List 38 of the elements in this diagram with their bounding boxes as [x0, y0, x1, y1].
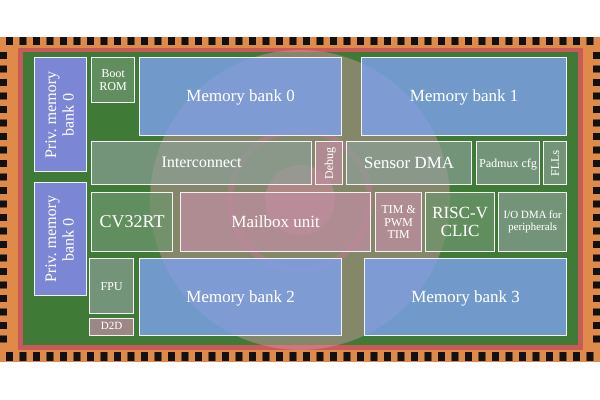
block-label: TIM & PWM TIM — [380, 202, 417, 242]
timer-block — [375, 192, 422, 252]
block-label: Padmux cfg — [479, 156, 537, 170]
memory-block — [139, 57, 342, 136]
block-label: Interconnect — [162, 154, 242, 172]
block-label: Memory bank 3 — [411, 288, 520, 306]
block-label: FPU — [100, 280, 122, 292]
fpu-block — [89, 258, 134, 314]
block-label: Memory bank 2 — [186, 288, 295, 306]
block-label: RISC-V CLIC — [431, 204, 489, 240]
block-label: Sensor DMA — [364, 154, 454, 172]
block-label: FLLs — [548, 150, 562, 176]
rom-block — [91, 57, 135, 103]
block-label: D2D — [100, 321, 122, 333]
block-label: Priv. memory bank 0 — [43, 194, 78, 284]
interconnect-block — [91, 141, 312, 185]
memory-block — [361, 57, 567, 136]
memory-block — [139, 258, 342, 336]
mailbox-block — [180, 192, 371, 252]
block-label: Boot ROM — [98, 67, 128, 93]
dma-block — [346, 141, 472, 185]
config-block — [476, 141, 540, 185]
memory-block — [34, 57, 87, 172]
dma-block — [498, 192, 567, 252]
d2d-block — [89, 318, 134, 336]
debug-block — [315, 141, 343, 185]
core-block — [91, 192, 173, 252]
block-label: Mailbox unit — [231, 212, 320, 232]
block-label: Debug — [322, 147, 336, 179]
block-label: Memory bank 1 — [410, 87, 518, 106]
fll-block — [543, 141, 567, 185]
block-label: Priv. memory bank 0 — [43, 70, 78, 160]
block-label: CV32RT — [100, 212, 164, 232]
memory-block — [364, 258, 567, 336]
block-label: Memory bank 0 — [186, 87, 295, 106]
interrupt-controller-block — [425, 192, 495, 252]
block-label: I/O DMA for peripherals — [502, 210, 563, 234]
memory-block — [34, 182, 87, 296]
